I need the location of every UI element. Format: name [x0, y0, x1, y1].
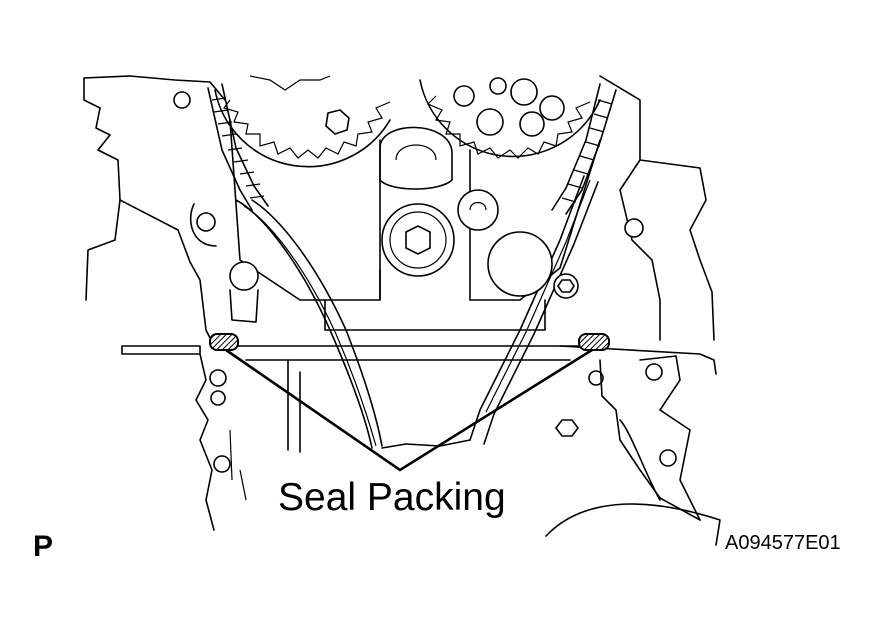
left-chain-guide: [235, 199, 383, 449]
engine-block-outline: [83, 75, 715, 347]
callout-leader-lines: [225, 348, 593, 472]
figure-id: A094577E01: [725, 532, 841, 554]
right-mounting-bosses: [555, 218, 677, 467]
timing-chain-left: [207, 83, 269, 211]
seal-packing-left: [209, 333, 239, 351]
timing-chain-right: [551, 83, 617, 215]
seal-packing-right: [578, 333, 610, 351]
right-chain-guide: [469, 175, 599, 445]
corner-mark: P: [33, 530, 54, 563]
left-mounting-bosses: [173, 91, 231, 473]
right-camshaft-sprocket: [419, 77, 601, 159]
center-components: [229, 126, 579, 323]
seal-packing-label: Seal Packing: [278, 476, 506, 519]
lower-housing: [121, 345, 721, 546]
left-camshaft-sprocket: [214, 75, 391, 168]
